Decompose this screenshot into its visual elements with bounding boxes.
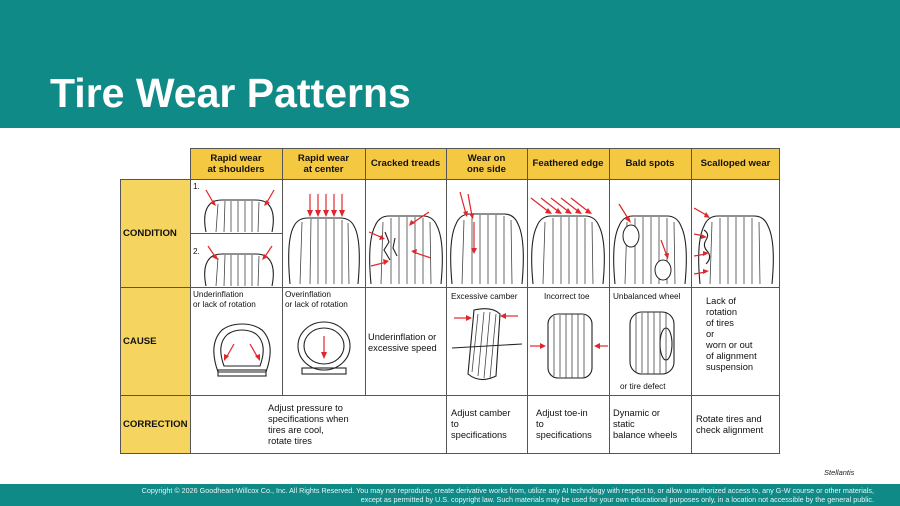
unbalanced-wheel-icon: [629, 311, 675, 375]
grid-line: [779, 148, 780, 454]
row-header-condition: CONDITION: [123, 227, 177, 239]
grid-line: [120, 287, 780, 288]
condition-label-1: 1.: [193, 182, 200, 191]
cause-feathered: Incorrect toe: [544, 292, 590, 301]
grid-line: [120, 395, 780, 396]
slide-title: Tire Wear Patterns: [50, 70, 411, 116]
grid-line: [691, 148, 692, 454]
footer-bar: Copyright © 2026 Goodheart-Willcox Co., …: [0, 484, 900, 506]
row-header-cause: CAUSE: [123, 335, 157, 347]
tire-cracked-tread-icon: [368, 211, 443, 284]
tire-feathered-edge-icon: [530, 197, 605, 284]
tire-overinflation-section-icon: [297, 321, 351, 375]
tire-shoulder-wear-icon-2: [204, 245, 274, 286]
grid-line: [446, 148, 447, 454]
col-header-feathered: Feathered edge: [532, 158, 604, 169]
tire-bald-spot-icon: [613, 203, 687, 284]
grid-line: [120, 453, 780, 454]
row-header-correction: CORRECTION: [123, 419, 188, 430]
grid-line: [609, 148, 610, 454]
tire-scalloped-wear-icon: [694, 207, 774, 284]
condition-label-2: 2.: [193, 247, 200, 256]
col-header-scalloped: Scalloped wear: [700, 158, 771, 169]
grid-line: [282, 148, 283, 395]
cause-one-side: Excessive camber: [451, 292, 518, 301]
tire-shoulder-wear-icon-1: [204, 189, 275, 232]
row-header-column-bg: [120, 179, 190, 454]
copyright-notice: Copyright © 2026 Goodheart-Willcox Co., …: [141, 486, 874, 504]
header-row-bg: [190, 148, 780, 179]
grid-line: [365, 148, 366, 395]
cause-bald-bottom: or tire defect: [620, 382, 666, 391]
tire-center-wear-icon: [288, 194, 360, 284]
image-credit: Stellantis: [824, 468, 855, 477]
col-header-bald: Bald spots: [625, 158, 675, 169]
col-header-cracked: Cracked treads: [370, 158, 441, 169]
toe-wheels-icon: [530, 313, 608, 379]
tire-underinflation-section-icon: [213, 323, 271, 377]
grid-line: [527, 148, 528, 454]
grid-line: [120, 179, 780, 180]
grid-line: [190, 233, 282, 234]
title-bar: Tire Wear Patterns: [0, 0, 900, 128]
camber-wheel-icon: [452, 308, 522, 381]
grid-line: [190, 148, 780, 149]
grid-line: [190, 148, 191, 454]
cause-bald-top: Unbalanced wheel: [613, 292, 681, 301]
tire-one-side-wear-icon: [450, 191, 524, 284]
grid-line: [120, 179, 121, 454]
